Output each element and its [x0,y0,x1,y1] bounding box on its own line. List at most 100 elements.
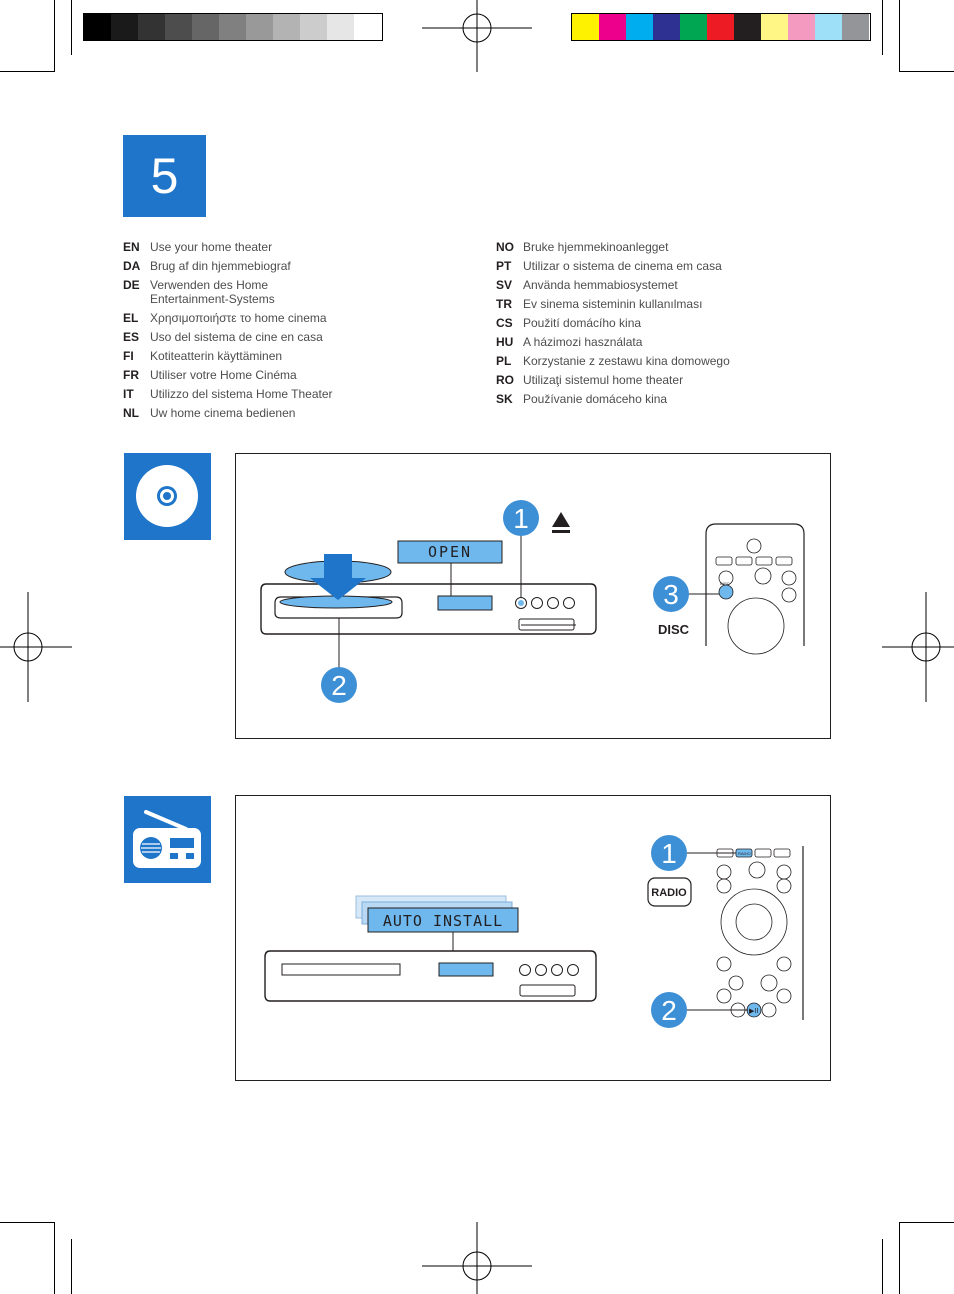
language-title: Použití domácího kina [523,316,642,330]
language-title: Utilizar o sistema de cinema em casa [523,259,722,273]
registration-mark-icon [0,592,72,702]
remote-key-label: DISC [720,581,730,586]
color-bar [571,13,871,41]
color-swatch [653,14,680,40]
language-item: NO Bruke hjemmekinoanlegget [496,240,826,254]
lcd-display-text: OPEN [428,543,472,561]
disc-instruction-panel: OPEN 1 2 DISC [235,453,831,739]
arrow-down-icon [310,554,366,600]
eject-icon [552,512,570,533]
callout-number: 1 [513,503,529,534]
language-title: Utiliser votre Home Cinéma [150,368,297,382]
language-title: Používanie domáceho kina [523,392,668,406]
language-code: EL [123,311,139,325]
language-code: HU [496,335,514,349]
disc-section-icon [124,453,211,540]
lcd-display-callout [367,907,519,933]
callout-bubble [653,576,689,612]
language-item: SK Používanie domáceho kina [496,392,826,406]
language-item: HU A házimozi használata [496,335,826,349]
callout-number: 3 [663,579,679,610]
color-swatch [761,14,788,40]
callout-bubble [321,667,357,703]
registration-mark-icon [422,0,532,72]
remote-control: DISC [705,523,805,655]
callout-number: 2 [331,670,347,701]
grayscale-swatch [138,14,165,40]
language-code: RO [496,373,514,387]
registration-mark-icon [422,1222,532,1294]
language-title: Använda hemmabiosystemet [523,278,678,292]
color-swatch [626,14,653,40]
step-number: 5 [123,135,206,217]
callout-bubble [651,835,687,871]
language-code: TR [496,297,512,311]
radio-illustration: AUTO INSTALL RADIO [264,835,804,1028]
language-title: Kotiteatterin käyttäminen [150,349,283,363]
language-item: NL Uw home cinema bedienen [123,406,423,420]
language-code: NO [496,240,514,254]
grayscale-swatch [327,14,354,40]
language-code: DE [123,278,140,292]
language-title: Utilizzo del sistema Home Theater [150,387,333,401]
language-title: Χρησιμοποιήστε το home cinema [150,311,327,325]
play-pause-icon: ▶II [749,1008,758,1015]
language-title: Korzystanie z zestawu kina domowego [523,354,730,368]
callout-number: 1 [661,838,677,869]
color-swatch [734,14,761,40]
language-item: TR Ev sinema sisteminin kullanılması [496,297,826,311]
color-swatch [842,14,869,40]
radio-icon [133,810,201,868]
color-swatch [788,14,815,40]
language-item: FI Kotiteatterin käyttäminen [123,349,423,363]
grayscale-swatch [273,14,300,40]
color-swatch [572,14,599,40]
language-item: SV Använda hemmabiosystemet [496,278,826,292]
grayscale-swatch [219,14,246,40]
grayscale-swatch [84,14,111,40]
color-swatch [680,14,707,40]
radio-button-label: RADIO [651,887,687,899]
grayscale-swatch [354,14,381,40]
color-swatch [707,14,734,40]
radio-instruction-panel: AUTO INSTALL RADIO [235,795,831,1081]
language-item: IT Utilizzo del sistema Home Theater [123,387,423,401]
language-item: FR Utiliser votre Home Cinéma [123,368,423,382]
disc-icon [136,465,198,527]
home-theater-unit [264,950,597,1002]
language-code: SV [496,278,513,292]
language-code: CS [496,316,513,330]
language-title: Brug af din hjemmebiograf [150,259,291,273]
remote-control: RADIO ▶II [716,846,804,1020]
eject-button-marker [518,600,524,606]
language-code: IT [123,387,134,401]
language-code: FI [123,349,134,363]
color-swatch [599,14,626,40]
language-title: Use your home theater [150,240,273,254]
grayscale-swatch [165,14,192,40]
language-code: SK [496,392,513,406]
language-code: NL [123,406,139,420]
language-code: ES [123,330,140,344]
callout-bubble [651,992,687,1028]
language-title: Bruke hjemmekinoanlegget [523,240,669,254]
language-title: A házimozi használata [523,335,643,349]
language-title: Ev sinema sisteminin kullanılması [523,297,703,311]
disc-button-label: DISC [658,622,690,637]
language-item: EL Χρησιμοποιήστε το home cinema [123,311,423,325]
radio-section-icon [124,796,211,883]
language-item: CS Použití domácího kina [496,316,826,330]
language-item: RO Utilizaţi sistemul home theater [496,373,826,387]
language-code: FR [123,368,139,382]
language-title-line: Verwenden des Home [150,278,269,292]
language-title: Utilizaţi sistemul home theater [523,373,684,387]
language-title: Uw home cinema bedienen [150,406,296,420]
remote-key-label: RADIO [738,851,751,856]
